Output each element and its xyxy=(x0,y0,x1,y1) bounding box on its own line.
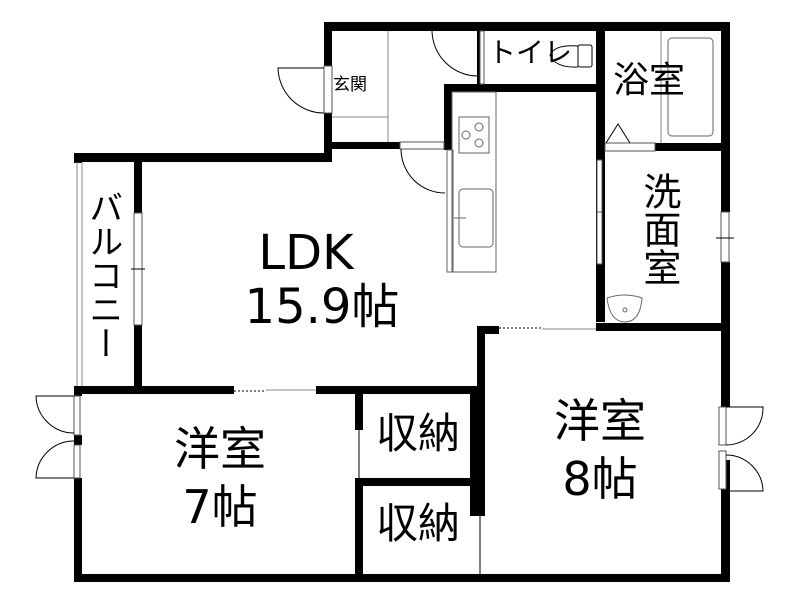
room-label-washroom: 洗面室 xyxy=(636,172,681,286)
room-size-western7: 7帖 xyxy=(182,480,258,534)
washroom-fixtures xyxy=(596,159,734,323)
room-label-bath: 浴室 xyxy=(613,60,686,101)
room-label-genkan: 玄関 xyxy=(333,75,367,95)
room-label-storage1: 収納 xyxy=(375,409,460,458)
genkan-fixtures xyxy=(277,30,479,194)
western8-doors xyxy=(479,406,764,574)
room-label-western7: 洋室 xyxy=(174,422,266,476)
sliding-doors xyxy=(234,327,596,392)
balcony-outline xyxy=(76,162,145,386)
western7-doors xyxy=(35,395,81,479)
room-size-western8: 8帖 xyxy=(562,452,638,506)
room-label-storage2: 収納 xyxy=(375,499,460,548)
room-label-western8: 洋室 xyxy=(554,394,646,448)
room-label-balcony: バルコニー xyxy=(82,190,123,360)
walls xyxy=(74,22,730,582)
room-size-ldk: 15.9帖 xyxy=(244,279,400,335)
room-label-toilet: トイレ xyxy=(488,36,573,69)
bath-fixtures xyxy=(604,31,714,152)
toilet-fixtures xyxy=(479,30,593,85)
room-label-ldk: LDK xyxy=(258,225,354,281)
kitchen-counter xyxy=(446,91,497,273)
